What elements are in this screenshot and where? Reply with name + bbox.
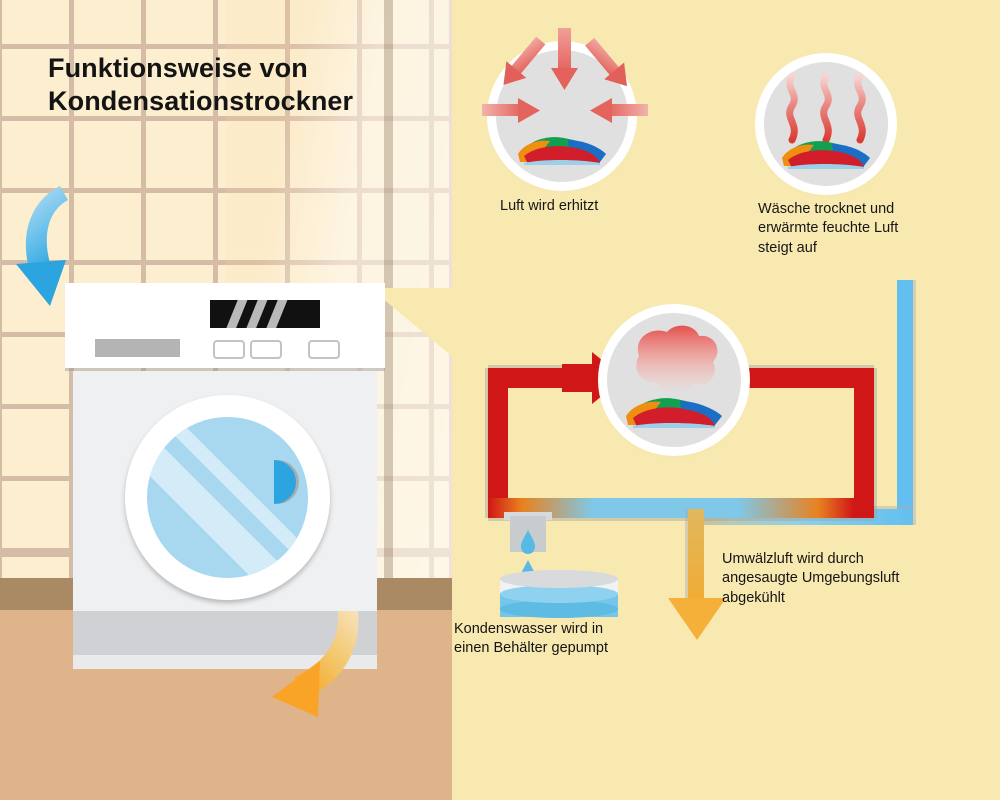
step-2-caption-line-3: steigt auf — [758, 239, 817, 256]
colorful-laundry-pile-icon — [626, 398, 722, 428]
step-2-caption-line-1: Wäsche trocknet und — [758, 201, 895, 217]
container-bottom — [500, 600, 618, 618]
hot-air-loop-left — [488, 368, 508, 518]
room-scene: Funktionsweise von Kondensationstrockner — [0, 0, 452, 800]
door-handle[interactable] — [274, 460, 296, 504]
process-diagram-panel: Luft wird erhitzt Wäsche trocknet und — [452, 0, 1000, 800]
hot-air-loop-right — [854, 368, 874, 518]
intake-blue-arrow-icon — [16, 186, 68, 306]
colorful-laundry-pile-icon — [518, 137, 606, 165]
step-4-caption: Kondenswasser wird in einen Behälter gep… — [454, 620, 704, 659]
control-button-2[interactable] — [250, 340, 282, 359]
control-button-1[interactable] — [213, 340, 245, 359]
step-4-caption-line-1: Kondenswasser wird in — [454, 621, 604, 637]
ambient-air-intake-pipe-vertical — [897, 280, 913, 525]
step-1-caption: Luft wird erhitzt — [500, 198, 599, 214]
hot-air-arrow-head-icon — [562, 352, 624, 404]
condensate-container — [500, 570, 618, 624]
exhaust-orange-arrow-icon — [272, 611, 359, 717]
container-rim — [500, 570, 618, 588]
step-5-caption-line-3: abgekühlt — [722, 589, 785, 606]
red-inward-arrows-icon — [482, 28, 648, 123]
exhaust-air-arrow-head-icon — [668, 598, 726, 640]
display-icon — [210, 300, 320, 328]
control-panel[interactable] — [65, 283, 385, 368]
dryer-foot — [73, 655, 377, 669]
step-2-caption-line-2: erwärmte feuchte Luft — [758, 220, 899, 237]
colorful-laundry-pile-icon — [782, 141, 870, 169]
step-4-caption-line-2: einen Behälter gepumpt — [454, 640, 608, 657]
red-wavy-steam-icon — [786, 72, 866, 144]
red-humid-cloud-icon — [636, 325, 718, 393]
step-5-caption-line-2: angesaugte Umgebungsluft — [722, 570, 900, 587]
container-water-surface — [500, 585, 618, 603]
step-5-caption-line-1: Umwälzluft wird durch — [722, 551, 864, 567]
program-slider[interactable] — [95, 339, 180, 357]
dryer-door[interactable] — [125, 395, 330, 600]
dryer-plinth — [73, 611, 377, 655]
page-title: Funktionsweise von Kondensationstrockner — [48, 52, 428, 118]
dryer-body — [73, 371, 377, 640]
condenser-dryer — [65, 283, 385, 703]
page-title-line-2: Kondensationstrockner — [48, 85, 354, 116]
exhaust-air-pipe — [688, 509, 704, 604]
condenser-cooling-section — [488, 498, 874, 518]
step-5-caption: Umwälzluft wird durch angesaugte Umgebun… — [722, 550, 972, 608]
page-title-line-1: Funktionsweise von — [48, 53, 308, 83]
step-2-caption: Wäsche trocknet und erwärmte feuchte Luf… — [758, 200, 988, 258]
control-button-3[interactable] — [308, 340, 340, 359]
